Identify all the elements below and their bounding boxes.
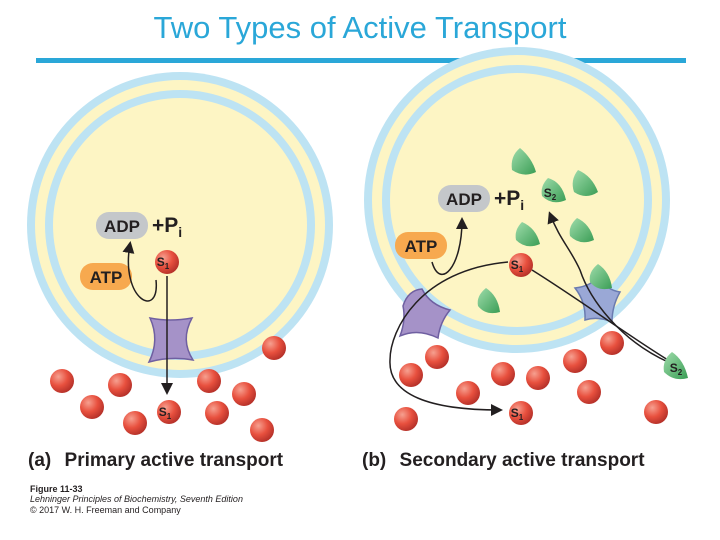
ion <box>644 400 668 424</box>
ion <box>526 366 550 390</box>
s1-label-a-outside: S1 <box>159 405 172 421</box>
ion <box>394 407 418 431</box>
s1-ion-a-outside <box>157 400 181 424</box>
atp-label-a: ATP <box>90 268 123 287</box>
atp-pill-b <box>395 232 447 259</box>
s2-label-b-inside: S2 <box>544 186 557 202</box>
atp-hydrolysis-arrow-a <box>122 241 157 302</box>
ion <box>250 418 274 442</box>
pi-label-b: +Pi <box>494 187 524 213</box>
s2-substrates-inside <box>477 148 612 314</box>
s1-label-b-inside: S1 <box>511 258 524 274</box>
s2-substrate <box>541 178 566 203</box>
panel-b-caption-text: Secondary active transport <box>399 450 645 471</box>
extracellular-ions-b <box>394 331 668 431</box>
panel-b-secondary-transport: ADP +Pi ATP S2 S1 S2 S1 <box>364 47 688 431</box>
transporter-a <box>147 316 195 364</box>
slide-title: Two Types of Active Transport <box>153 10 567 45</box>
s2-label-b-outside: S2 <box>670 361 683 377</box>
ion <box>600 331 624 355</box>
ion <box>50 369 74 393</box>
ion <box>197 369 221 393</box>
extracellular-ions-a <box>50 336 286 442</box>
ion <box>205 401 229 425</box>
adp-label-b: ADP <box>446 190 482 209</box>
ion <box>425 345 449 369</box>
ion <box>108 373 132 397</box>
ion <box>563 349 587 373</box>
s2-substrate <box>572 170 598 196</box>
s1-efflux-loop-arrow-b <box>389 261 509 416</box>
ion <box>123 411 147 435</box>
panel-b-caption: (b) Secondary active transport <box>362 450 645 472</box>
s2-substrate <box>589 264 612 290</box>
atp-label-b: ATP <box>405 237 438 256</box>
figure-number: Figure 11-33 <box>30 484 83 494</box>
s2-substrate-outside <box>663 352 688 380</box>
s1-return-arrow-b <box>531 269 669 361</box>
ion <box>456 381 480 405</box>
ion <box>262 336 286 360</box>
ion <box>491 362 515 386</box>
panel-a-primary-transport: ADP +Pi ATP S1 S1 <box>27 72 333 442</box>
ion <box>232 382 256 406</box>
ion <box>80 395 104 419</box>
transporter-b-primary <box>398 288 452 340</box>
ion <box>577 380 601 404</box>
s1-label-b-outside: S1 <box>511 406 524 422</box>
s1-ion-a-inside <box>155 250 179 274</box>
panel-a-caption: (a) Primary active transport <box>28 450 283 472</box>
atp-hydrolysis-arrow-b <box>431 217 468 275</box>
copyright: © 2017 W. H. Freeman and Company <box>30 505 181 515</box>
panel-a-letter: (a) <box>28 450 52 471</box>
panel-a-caption-text: Primary active transport <box>64 450 284 471</box>
pi-label-a: +Pi <box>152 214 182 240</box>
s2-uptake-arrow-b <box>547 211 669 363</box>
s1-ion-b-outside <box>509 401 533 425</box>
ion <box>399 363 423 387</box>
s2-substrate <box>511 148 536 175</box>
atp-pill-a <box>80 263 132 290</box>
s2-substrate <box>477 288 500 314</box>
adp-label-a: ADP <box>104 217 140 236</box>
s2-substrate <box>569 218 594 243</box>
adp-pill-a <box>96 212 148 239</box>
book-title: Lehninger Principles of Biochemistry, Se… <box>30 494 243 504</box>
s1-label-a-inside: S1 <box>157 255 170 271</box>
s2-substrate <box>515 222 540 247</box>
s1-ion-b-inside <box>509 253 533 277</box>
adp-pill-b <box>438 185 490 212</box>
panel-b-letter: (b) <box>362 450 387 471</box>
title-divider <box>36 58 686 63</box>
